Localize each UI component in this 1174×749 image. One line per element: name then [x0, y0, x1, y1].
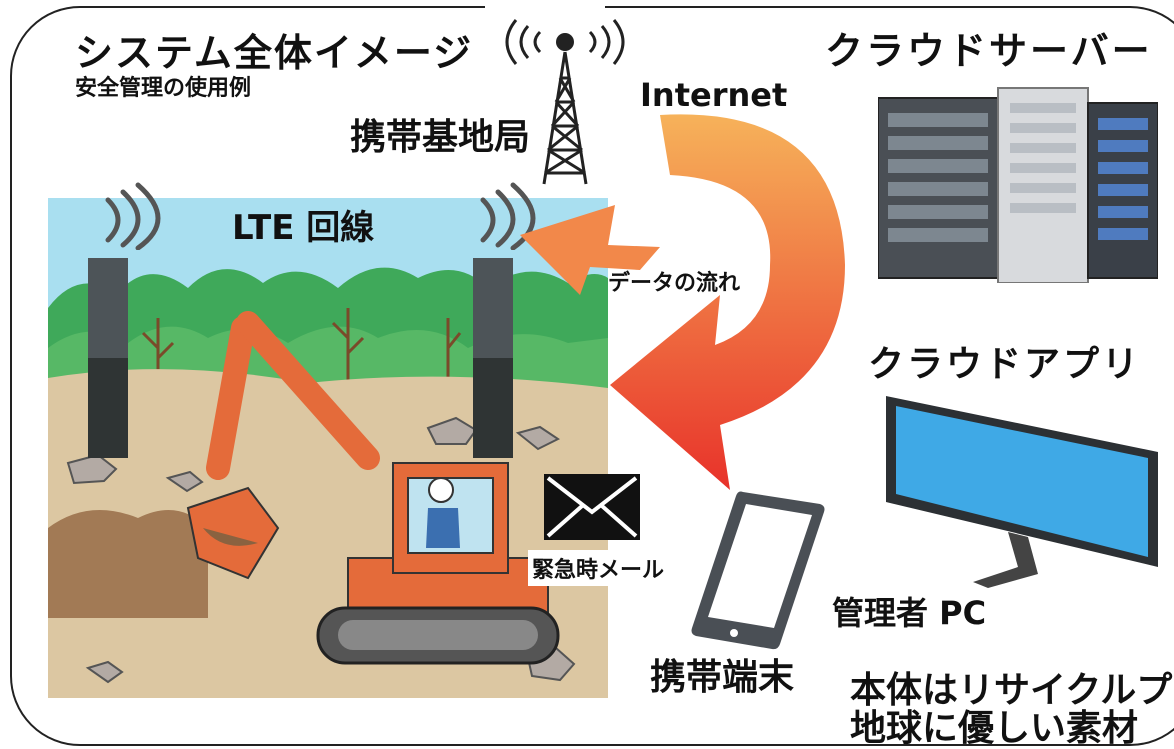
- footer-note: 本体はリサイクルプ 地球に優しい素材: [850, 672, 1172, 748]
- cloud-server-label: クラウドサーバー: [825, 29, 1153, 73]
- base-station-label: 携帯基地局: [350, 117, 531, 158]
- cloud-app-label: クラウドアプリ: [868, 344, 1142, 385]
- footer-line-2: 地球に優しい素材: [850, 708, 1139, 749]
- data-flow-label: データの流れ: [608, 271, 741, 296]
- page-subtitle: 安全管理の使用例: [75, 76, 252, 101]
- page-title: システム全体イメージ: [75, 31, 474, 75]
- smartphone-icon: [691, 491, 825, 650]
- mobile-label: 携帯端末: [650, 657, 795, 698]
- construction-site-illustration: [48, 198, 608, 698]
- server-rack-icon: [878, 87, 1158, 283]
- frame-gap: [485, 0, 605, 12]
- admin-pc-label: 管理者 PC: [832, 594, 987, 632]
- wifi-signal-icon: [480, 182, 536, 250]
- lte-label: LTE 回線: [232, 208, 375, 248]
- wifi-signal-icon: [105, 182, 161, 250]
- flow-arrow-icon: [520, 114, 845, 490]
- internet-label: Internet: [640, 76, 788, 114]
- email-label: 緊急時メール: [528, 550, 669, 586]
- antenna-tower-icon: [505, 19, 625, 185]
- monitor-icon: [886, 396, 1158, 588]
- footer-line-1: 本体はリサイクルプ: [850, 670, 1173, 711]
- envelope-icon: [544, 474, 640, 540]
